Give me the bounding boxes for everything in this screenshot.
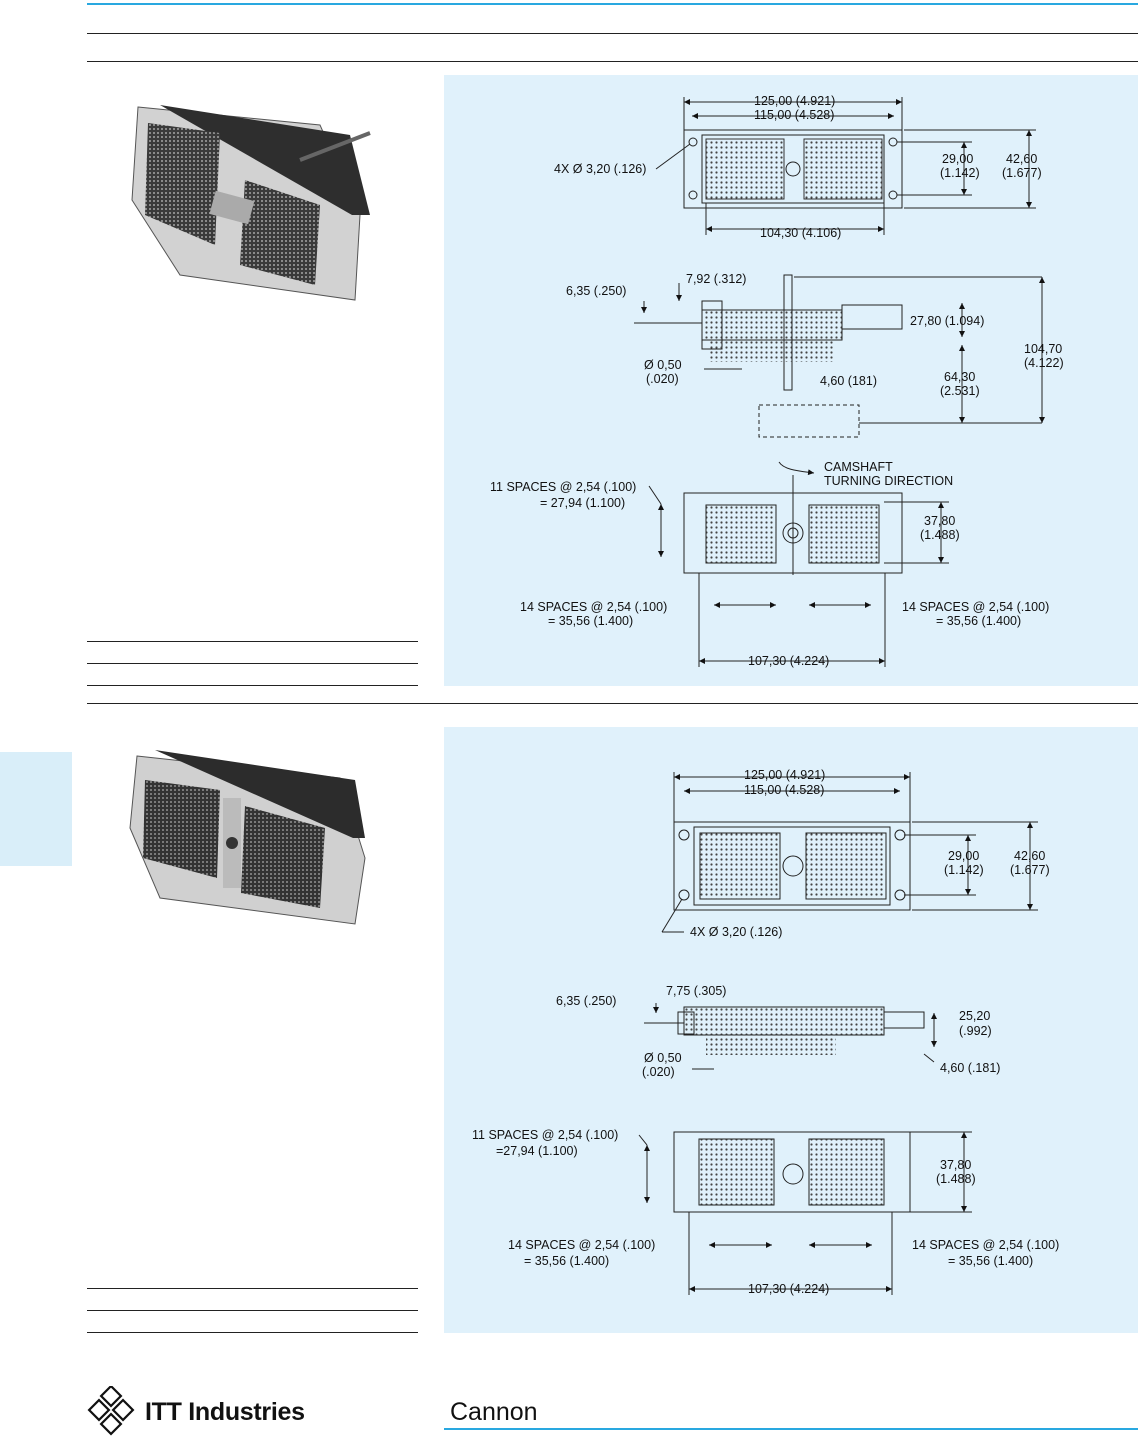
- dim-pin-len-2: 25,20: [959, 1009, 990, 1023]
- dim-mount-v-in: (1.488): [920, 528, 960, 542]
- dim-pin-len: 27,80 (1.094): [910, 314, 984, 328]
- brand-name: Cannon: [450, 1398, 538, 1426]
- dim-pin-dia-in: (.020): [646, 372, 679, 386]
- dim-flange-thk: 6,35 (.250): [566, 284, 626, 298]
- header-rule-1: [87, 33, 1138, 34]
- dim-rows-total-2: =27,94 (1.100): [496, 1144, 578, 1158]
- dim-height-in-2: (1.677): [1010, 863, 1050, 877]
- dim-height-2: 42,60: [1014, 849, 1045, 863]
- dim-flange-thk-2: 6,35 (.250): [556, 994, 616, 1008]
- header-rule-2: [87, 61, 1138, 62]
- dim-pin-extension: 4,60 (181): [820, 374, 877, 388]
- dim-holes-2: 4X Ø 3,20 (.126): [690, 925, 782, 939]
- dim-mount-h-2: 107,30 (4.224): [748, 1282, 829, 1296]
- section-tab-strip: [0, 752, 72, 866]
- dim-mount-v: 37,80: [924, 514, 955, 528]
- technical-drawing-1: 125,00 (4.921) 115,00 (4.528) 4X Ø 3,20 …: [490, 94, 1064, 668]
- dim-rows-spaces: 11 SPACES @ 2,54 (.100): [490, 480, 636, 494]
- dim-cols-total-right: = 35,56 (1.400): [936, 614, 1021, 628]
- dim-total-height-in: (4.122): [1024, 356, 1064, 370]
- dim-pin-len-in-2: (.992): [959, 1024, 992, 1038]
- note-camshaft: CAMSHAFT: [824, 460, 893, 474]
- dim-rows-total: = 27,94 (1.100): [540, 496, 625, 510]
- footer-accent-rule: [444, 1428, 1138, 1430]
- connector-photo-1: [131, 105, 371, 301]
- dim-cols-spaces-right: 14 SPACES @ 2,54 (.100): [902, 600, 1049, 614]
- connector-photo-2: [129, 750, 366, 925]
- dim-cam-len: 64,30: [944, 370, 975, 384]
- technical-drawing-2: 125,00 (4.921) 115,00 (4.528) 4X Ø 3,20 …: [472, 768, 1059, 1296]
- spec-rule-2c: [87, 1332, 418, 1333]
- dim-flange-offset: 7,92 (.312): [686, 272, 746, 286]
- spec-rule-1c: [87, 685, 418, 686]
- drawing-panel-1: 125,00 (4.921) 115,00 (4.528) 4X Ø 3,20 …: [444, 75, 1138, 686]
- itt-logo-icon: [87, 1386, 135, 1436]
- dim-cols-total-right-2: = 35,56 (1.400): [948, 1254, 1033, 1268]
- spec-rule-1a: [87, 641, 418, 642]
- dim-cols-total-left: = 35,56 (1.400): [548, 614, 633, 628]
- dim-mount-v-in-2: (1.488): [936, 1172, 976, 1186]
- dim-cols-spaces-left: 14 SPACES @ 2,54 (.100): [520, 600, 667, 614]
- dim-height-in: (1.677): [1002, 166, 1042, 180]
- spec-rule-2b: [87, 1310, 418, 1311]
- dim-inner-width-2: 115,00 (4.528): [744, 783, 824, 797]
- dim-cols-spaces-right-2: 14 SPACES @ 2,54 (.100): [912, 1238, 1059, 1252]
- dim-pin-extension-2: 4,60 (.181): [940, 1061, 1000, 1075]
- dim-holes: 4X Ø 3,20 (.126): [554, 162, 646, 176]
- spec-rule-2a: [87, 1288, 418, 1289]
- dim-hole-spacing: 29,00: [942, 152, 973, 166]
- note-turning-direction: TURNING DIRECTION: [824, 474, 953, 488]
- dim-cols-total-left-2: = 35,56 (1.400): [524, 1254, 609, 1268]
- dim-pin-dia-in-2: (.020): [642, 1065, 675, 1079]
- spec-rule-1b: [87, 663, 418, 664]
- dim-rows-spaces-2: 11 SPACES @ 2,54 (.100): [472, 1128, 618, 1142]
- dim-total-height: 104,70: [1024, 342, 1062, 356]
- dim-height: 42,60: [1006, 152, 1037, 166]
- dim-flange-offset-2: 7,75 (.305): [666, 984, 726, 998]
- section-divider: [87, 703, 1138, 704]
- dim-mount-h: 107,30 (4.224): [748, 654, 829, 668]
- company-name: ITT Industries: [145, 1398, 305, 1426]
- dim-pin-dia-2: Ø 0,50: [644, 1051, 682, 1065]
- dim-pin-dia: Ø 0,50: [644, 358, 682, 372]
- drawing-panel-2: 125,00 (4.921) 115,00 (4.528) 4X Ø 3,20 …: [444, 727, 1138, 1333]
- dim-body-width: 104,30 (4.106): [760, 226, 841, 240]
- top-accent-rule: [87, 3, 1138, 5]
- dim-overall-width-2: 125,00 (4.921): [744, 768, 825, 782]
- dim-hole-spacing-in-2: (1.142): [944, 863, 984, 877]
- dim-cam-len-in: (2.531): [940, 384, 980, 398]
- dim-hole-spacing-2: 29,00: [948, 849, 979, 863]
- dim-overall-width: 125,00 (4.921): [754, 94, 835, 108]
- dim-hole-spacing-in: (1.142): [940, 166, 980, 180]
- dim-inner-width: 115,00 (4.528): [754, 108, 834, 122]
- dim-cols-spaces-left-2: 14 SPACES @ 2,54 (.100): [508, 1238, 655, 1252]
- dim-mount-v-2: 37,80: [940, 1158, 971, 1172]
